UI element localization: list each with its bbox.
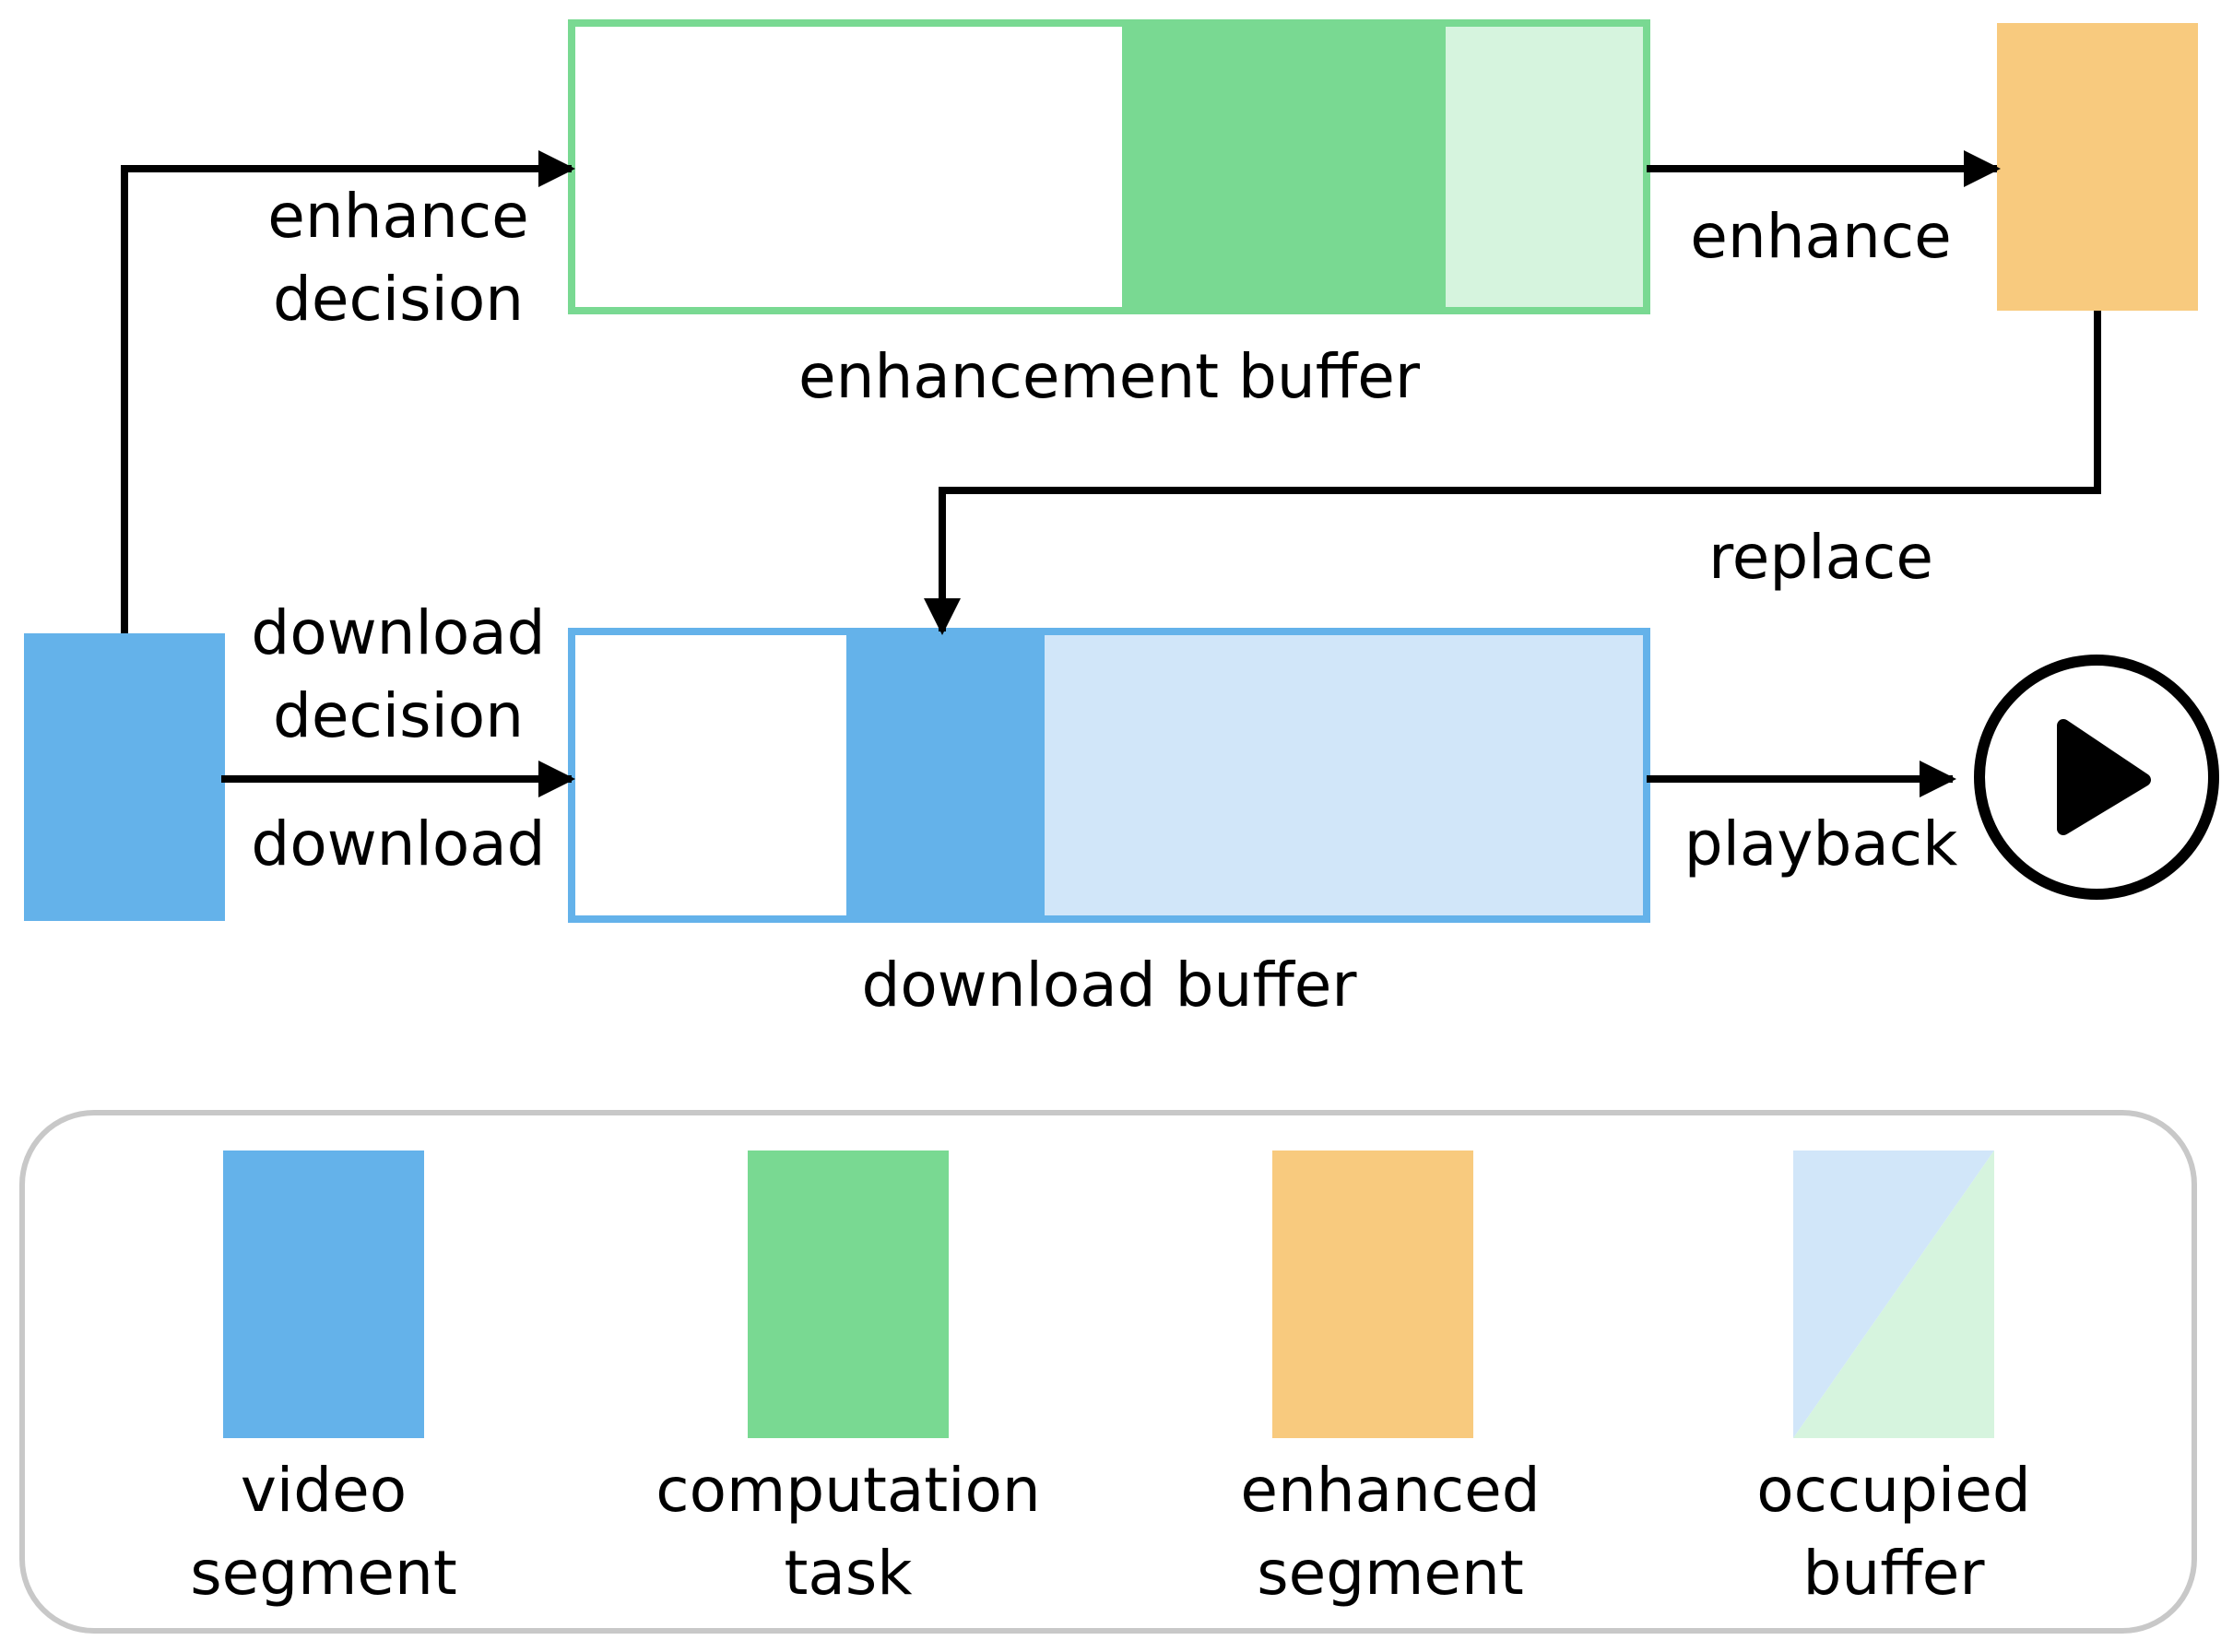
legend-label-video-segment: video segment [190, 1455, 457, 1609]
download-buffer-occupied [1045, 631, 1647, 919]
legend-label-occupied-buffer: occupied buffer [1756, 1455, 2031, 1609]
incoming-video-segment [24, 633, 225, 921]
enhanced-segment-box [1997, 23, 2198, 311]
enhancement-buffer-label: enhancement buffer [798, 341, 1420, 412]
legend-swatch-computation-task [748, 1150, 949, 1438]
legend-swatch-enhanced-segment [1272, 1150, 1473, 1438]
enhancement-buffer-empty [572, 23, 1122, 311]
playback-label: playback [1684, 808, 1958, 879]
enhancement-buffer [568, 19, 1650, 314]
legend-swatch-occupied-enhancement [1793, 1150, 1994, 1438]
replace-arrow [924, 311, 2101, 635]
enhance-label: enhance [1690, 201, 1952, 272]
legend-label-enhanced-segment: enhanced segment [1240, 1455, 1541, 1609]
play-icon [1974, 655, 2219, 900]
download-buffer [568, 628, 1650, 923]
download-decision-label: download decision [251, 597, 546, 751]
download-label: download [251, 808, 546, 879]
enhance-decision-arrow [121, 150, 575, 633]
download-buffer-empty [572, 631, 846, 919]
enhancement-buffer-occupied [1446, 23, 1647, 311]
enhancement-buffer-computation-task [1122, 23, 1446, 311]
legend-label-computation-task: computation task [656, 1455, 1041, 1609]
download-buffer-video-segment [846, 631, 1045, 919]
legend-swatch-video-segment [223, 1150, 424, 1438]
replace-label: replace [1708, 522, 1933, 593]
legend-frame [19, 1110, 2197, 1634]
download-buffer-label: download buffer [861, 950, 1357, 1021]
legend-swatch-occupied-buffer [1793, 1150, 1994, 1438]
enhance-decision-label: enhance decision [267, 181, 529, 335]
